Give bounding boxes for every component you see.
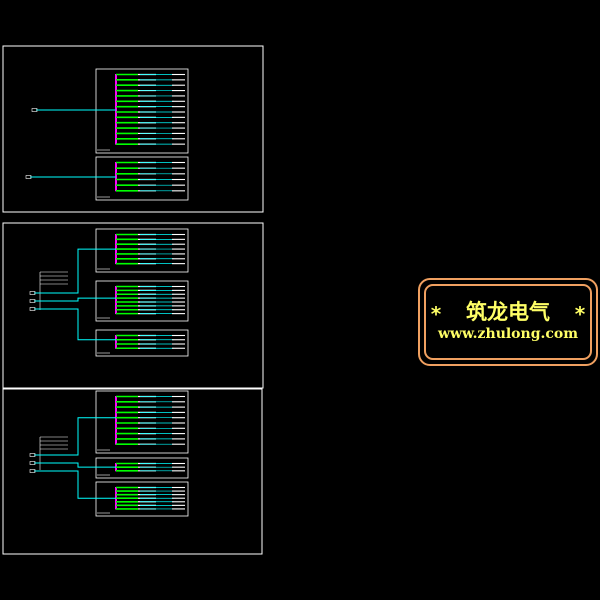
incoming-feeder xyxy=(34,308,116,341)
panel-frame xyxy=(95,280,189,322)
sheet-2-panel-1 xyxy=(29,228,189,295)
panel-frame xyxy=(95,390,189,454)
source-terminal xyxy=(29,307,36,311)
sheet-3-frame xyxy=(2,388,263,555)
sheet-1-panel-1 xyxy=(31,68,189,154)
source-terminal xyxy=(29,299,36,303)
zhulong-watermark[interactable]: * 筑龙电气 * www.zhulong.com xyxy=(418,278,598,366)
sheet-3-panel-3 xyxy=(29,469,189,517)
watermark-star-left: * xyxy=(430,302,443,326)
watermark-url: www.zhulong.com xyxy=(437,326,579,342)
panel-frame xyxy=(95,457,189,479)
source-terminal xyxy=(29,453,36,457)
panel-frame xyxy=(95,329,189,357)
watermark-title: 筑龙电气 xyxy=(466,299,550,324)
sheet-2 xyxy=(2,222,264,389)
incoming-feeder xyxy=(34,297,116,302)
source-terminal xyxy=(29,291,36,295)
watermark-star-right: * xyxy=(573,302,586,326)
sheet-2-frame xyxy=(2,222,264,389)
panel-frame xyxy=(95,228,189,273)
panel-frame xyxy=(95,481,189,517)
incoming-feeder xyxy=(34,470,116,499)
sheet-1-panel-2 xyxy=(25,156,189,201)
incoming-feeder xyxy=(34,462,116,468)
sheet-2-panel-2 xyxy=(29,280,189,322)
sheet-2-legend xyxy=(39,271,68,310)
panel-frame xyxy=(95,156,189,201)
panel-frame xyxy=(95,68,189,154)
watermark-inner-border xyxy=(424,284,592,360)
source-terminal xyxy=(25,175,32,179)
sheet-2-panel-3 xyxy=(29,307,189,357)
sheet-3 xyxy=(2,388,263,555)
sheet-1 xyxy=(2,45,264,213)
source-terminal xyxy=(29,469,36,473)
incoming-feeder xyxy=(34,417,116,456)
source-terminal xyxy=(29,461,36,465)
source-terminal xyxy=(31,108,38,112)
sheet-1-frame xyxy=(2,45,264,213)
incoming-feeder xyxy=(34,248,116,294)
sheet-3-panel-1 xyxy=(29,390,189,457)
sheet-3-legend xyxy=(39,436,68,470)
sheet-3-panel-2 xyxy=(29,457,189,479)
